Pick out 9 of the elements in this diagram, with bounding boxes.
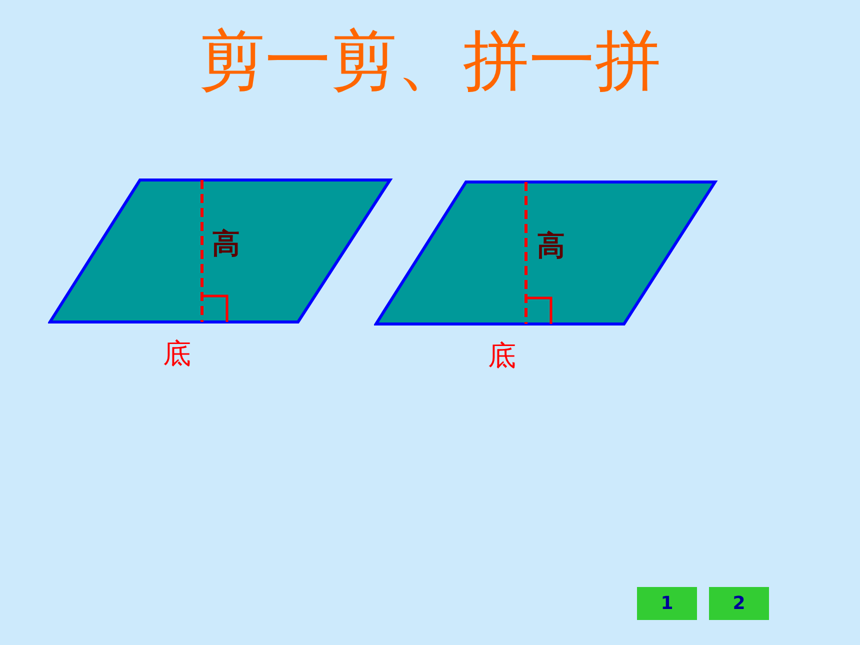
title: 剪一剪、拼一拼 [198,21,662,101]
base-label: 底 [488,340,516,372]
page-button: 1 [637,587,697,620]
base-label: 底 [163,338,191,370]
height-label: 高 [212,228,240,260]
page-button: 2 [709,587,769,620]
height-label: 高 [537,230,565,262]
parallelogram [48,178,393,325]
parallelogram [374,180,718,327]
